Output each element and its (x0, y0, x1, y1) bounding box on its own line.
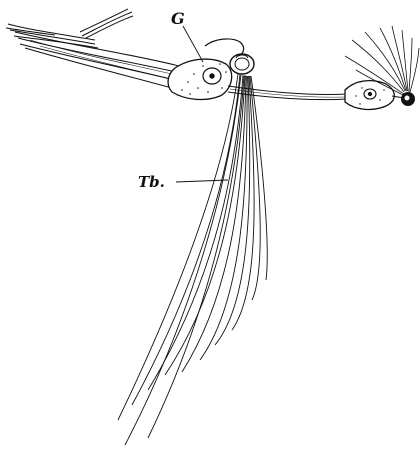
ring-attachment (230, 54, 254, 74)
tentacle-bundle-leader-line (176, 180, 228, 182)
ganglion-label: G (171, 9, 185, 28)
right-cell (345, 81, 406, 110)
terminal-bulb (401, 92, 415, 106)
left-fiber-tips (6, 9, 133, 48)
ganglion-leader-line (183, 26, 203, 62)
tentacle-bundle (118, 74, 267, 445)
tentacle-bundle-label: Tb. (138, 173, 165, 191)
